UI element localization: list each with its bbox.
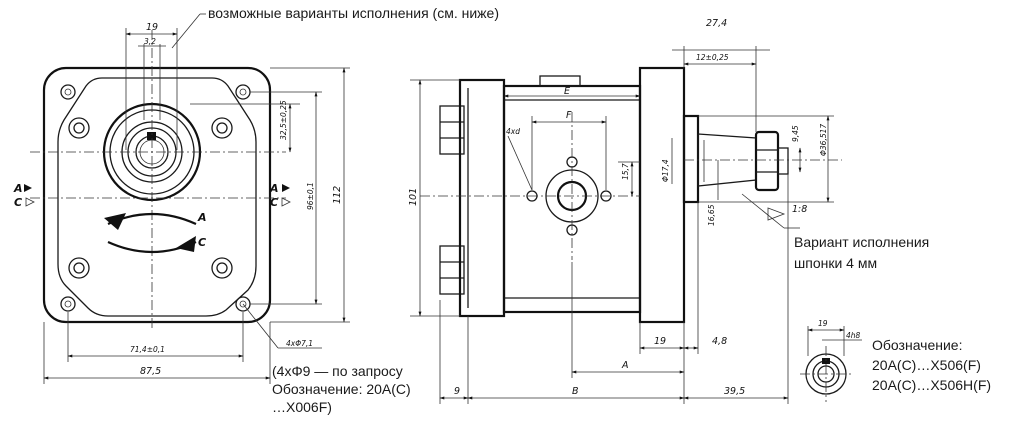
tie-bolt-head-top — [439, 105, 465, 155]
mounting-hole — [60, 296, 76, 312]
note-designation-3: 20A(C)…X506H(F) — [872, 377, 991, 393]
note-holes-1: (4xΦ9 — по запросу — [272, 363, 403, 379]
mounting-hole — [235, 84, 251, 100]
cover-bolt — [211, 257, 233, 279]
dim-19-front: 19 — [146, 22, 158, 33]
note-key-variant-2: шпонки 4 мм — [794, 255, 877, 271]
cover-bolt — [68, 257, 90, 279]
dim-9: 9 — [454, 386, 460, 397]
dim-e: E — [564, 86, 570, 97]
note-holes-3: …X006F) — [272, 399, 332, 415]
dim-19-side: 19 — [654, 336, 666, 347]
top-port-boss — [539, 75, 581, 87]
note-designation-1: Обозначение: — [872, 337, 962, 353]
flange-outline — [42, 66, 272, 324]
dim-3-2: 3,2 — [144, 37, 156, 46]
detail-dim-19: 19 — [818, 319, 828, 328]
side-label-a-left: A — [13, 182, 23, 195]
shaft-key — [147, 132, 156, 140]
dim-27-4: 27,4 — [706, 18, 727, 29]
cover-bolt — [68, 117, 90, 139]
note-designation-2: 20A(C)…X506(F) — [872, 357, 981, 373]
note-holes-2: Обозначение: 20A(C) — [272, 381, 411, 397]
mounting-hole — [60, 84, 76, 100]
front-flange — [638, 66, 686, 324]
dim-101: 101 — [408, 188, 419, 206]
dim-36-517: Φ36,517 — [819, 124, 828, 156]
dim-17-4: Φ17,4 — [661, 159, 670, 182]
pilot — [682, 114, 700, 204]
cover-bolt — [211, 117, 233, 139]
cover-outline — [57, 77, 257, 317]
dim-4x7-1: 4xΦ7,1 — [286, 339, 313, 348]
dim-12: 12±0,25 — [696, 53, 729, 62]
dim-112: 112 — [332, 186, 343, 204]
tie-bolt-head-bottom — [439, 245, 465, 295]
side-label-c-left: C — [14, 196, 22, 209]
dim-96: 96±0,1 — [306, 182, 315, 210]
note-key-variant-1: Вариант исполнения — [794, 234, 929, 250]
front-view: A C A C A C 19 3,2 32,5±0,25 96±0,1 — [13, 13, 350, 384]
side-view: 27,4 12±0,25 E F 4xd 15,7 Φ17,4 9,45 Φ36… — [408, 18, 842, 404]
dim-f: F — [566, 110, 572, 121]
dim-1-8: 1:8 — [792, 204, 807, 215]
rear-cover — [458, 78, 506, 318]
dim-15-7: 15,7 — [621, 163, 630, 180]
shaft-nut — [754, 130, 780, 192]
dim-9-45: 9,45 — [791, 125, 800, 142]
dim-16-65: 16,65 — [707, 204, 716, 226]
dim-39-5: 39,5 — [724, 386, 745, 397]
rotation-label-c: C — [198, 236, 206, 249]
side-label-c-right: C — [270, 196, 278, 209]
dim-32-5: 32,5±0,25 — [279, 100, 288, 140]
dim-71-4: 71,4±0,1 — [130, 345, 165, 354]
dim-a-side: A — [621, 360, 629, 371]
note-variants: возможные варианты исполнения (см. ниже) — [208, 5, 499, 21]
detail-dim-0h8: 4h8 — [846, 331, 861, 340]
dim-4xd: 4xd — [506, 127, 520, 136]
dim-87-5: 87,5 — [140, 366, 161, 377]
detail-view: 19 4h8 — [800, 319, 862, 402]
side-label-a-right: A — [269, 182, 279, 195]
dim-b: B — [572, 386, 579, 397]
rotation-label-a: A — [197, 211, 207, 224]
dim-4-8: 4,8 — [712, 336, 727, 347]
